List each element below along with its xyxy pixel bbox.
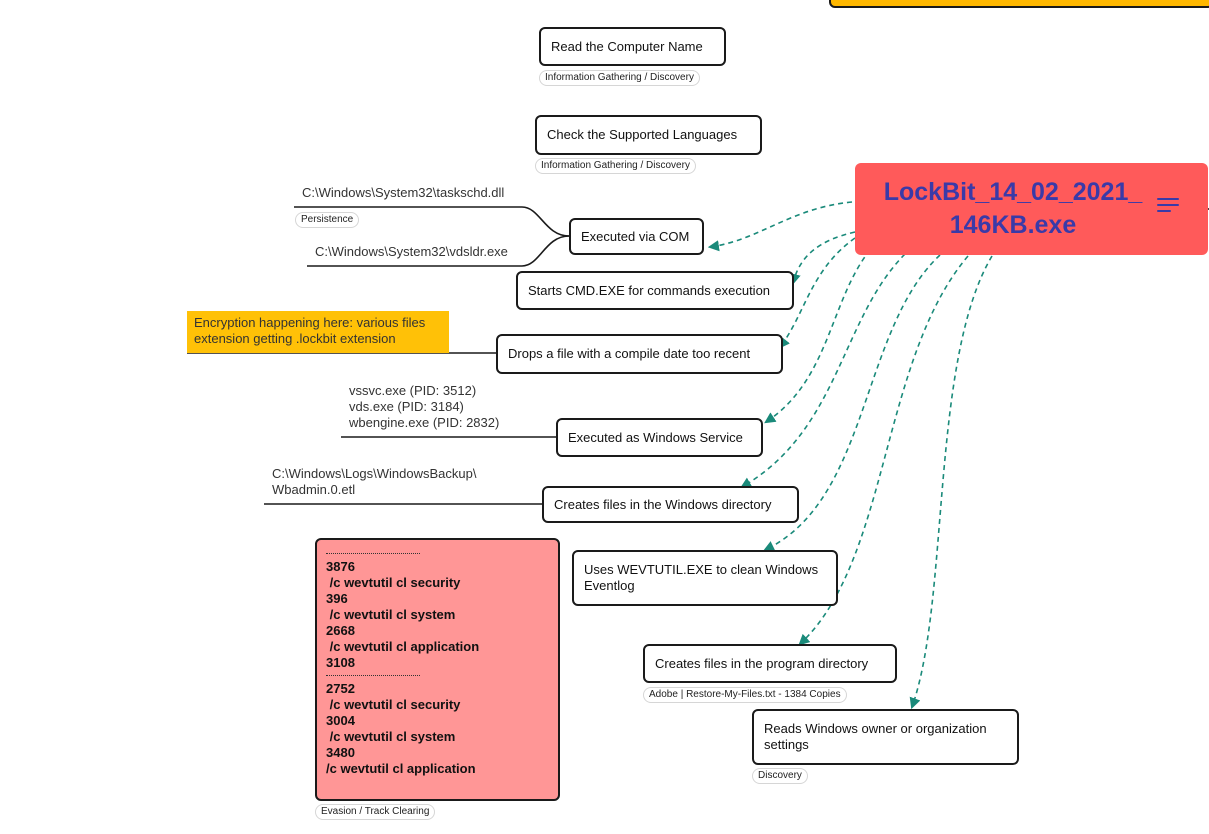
tag-discovery: Discovery bbox=[752, 768, 808, 784]
node-label: Drops a file with a compile date too rec… bbox=[508, 346, 751, 361]
node-windows-service[interactable]: Executed as Windows Service bbox=[556, 418, 763, 457]
node-executed-via-com[interactable]: Executed via COM bbox=[569, 218, 704, 255]
divider bbox=[326, 675, 420, 676]
command-line: /c wevtutil cl system bbox=[326, 729, 456, 744]
command-line: 2668 bbox=[326, 623, 355, 638]
node-label: Check the Supported Languages bbox=[547, 127, 738, 142]
node-label: Creates files in the Windows directory bbox=[554, 496, 772, 512]
leaf-wbadmin-log: C:\Windows\Logs\WindowsBackup\ Wbadmin.0… bbox=[272, 466, 477, 497]
root-node[interactable]: LockBit_14_02_2021_ 146KB.exe bbox=[855, 163, 1208, 255]
root-title: LockBit_14_02_2021_ 146KB.exe bbox=[883, 178, 1143, 239]
node-label: Starts CMD.EXE for commands execution bbox=[528, 282, 771, 298]
tag-evasion: Evasion / Track Clearing bbox=[315, 804, 436, 820]
node-label: Executed via COM bbox=[581, 228, 690, 244]
leaf-taskschd: C:\Windows\System32\taskschd.dll bbox=[302, 185, 505, 200]
arrow-progdir bbox=[798, 255, 969, 646]
node-check-languages[interactable]: Check the Supported Languages bbox=[535, 115, 762, 155]
leaf-service-processes: vssvc.exe (PID: 3512) vds.exe (PID: 3184… bbox=[349, 383, 500, 430]
command-line: /c wevtutil cl application bbox=[326, 761, 476, 776]
command-line: /c wevtutil cl system bbox=[326, 607, 456, 622]
tag-persistence: Persistence bbox=[295, 212, 360, 228]
divider bbox=[326, 553, 420, 554]
arrow-drops bbox=[778, 237, 856, 349]
tag-restore-files: Adobe | Restore-My-Files.txt - 1384 Copi… bbox=[643, 687, 847, 703]
command-line: 3480 bbox=[326, 745, 355, 760]
node-label: Uses WEVTUTIL.EXE to clean Windows Event… bbox=[584, 562, 819, 593]
tag-information-gathering: Information Gathering / Discovery bbox=[539, 70, 700, 86]
node-label: Reads Windows owner or organization sett… bbox=[764, 721, 987, 752]
node-label: Creates files in the program directory bbox=[655, 655, 869, 671]
command-line: 3876 bbox=[326, 559, 355, 574]
arrow-service bbox=[764, 249, 871, 424]
node-label: Read the Computer Name bbox=[551, 38, 703, 54]
node-windows-directory[interactable]: Creates files in the Windows directory bbox=[542, 486, 799, 523]
node-read-computer-name[interactable]: Read the Computer Name bbox=[539, 27, 726, 66]
command-line: 3108 bbox=[326, 655, 355, 670]
offscreen-node-strip bbox=[829, 0, 1209, 8]
node-program-directory[interactable]: Creates files in the program directory bbox=[643, 644, 897, 683]
tag-information-gathering: Information Gathering / Discovery bbox=[535, 158, 696, 174]
command-line: /c wevtutil cl security bbox=[326, 697, 461, 712]
node-wevtutil[interactable]: Uses WEVTUTIL.EXE to clean Windows Event… bbox=[572, 550, 838, 606]
leaf-vdsldr: C:\Windows\System32\vdsldr.exe bbox=[315, 244, 508, 259]
arrow-com bbox=[707, 201, 853, 252]
arrow-owner bbox=[909, 255, 993, 710]
node-windows-owner[interactable]: Reads Windows owner or organization sett… bbox=[752, 709, 1019, 765]
node-label: Executed as Windows Service bbox=[568, 429, 743, 445]
arrow-cmd bbox=[789, 231, 856, 286]
note-encryption: Encryption happening here: various files… bbox=[187, 311, 449, 353]
node-starts-cmd[interactable]: Starts CMD.EXE for commands execution bbox=[516, 271, 794, 310]
command-line: /c wevtutil cl security bbox=[326, 575, 461, 590]
arrow-windir bbox=[740, 253, 906, 489]
command-line: 3004 bbox=[326, 713, 355, 728]
connector-vdsldr bbox=[307, 235, 570, 267]
menu-lines-icon[interactable] bbox=[1157, 198, 1179, 216]
command-line: /c wevtutil cl application bbox=[326, 639, 480, 654]
command-line: 396 bbox=[326, 591, 348, 606]
connector-taskschd bbox=[294, 206, 570, 237]
command-line: 2752 bbox=[326, 681, 355, 696]
node-drops-file[interactable]: Drops a file with a compile date too rec… bbox=[496, 334, 783, 374]
